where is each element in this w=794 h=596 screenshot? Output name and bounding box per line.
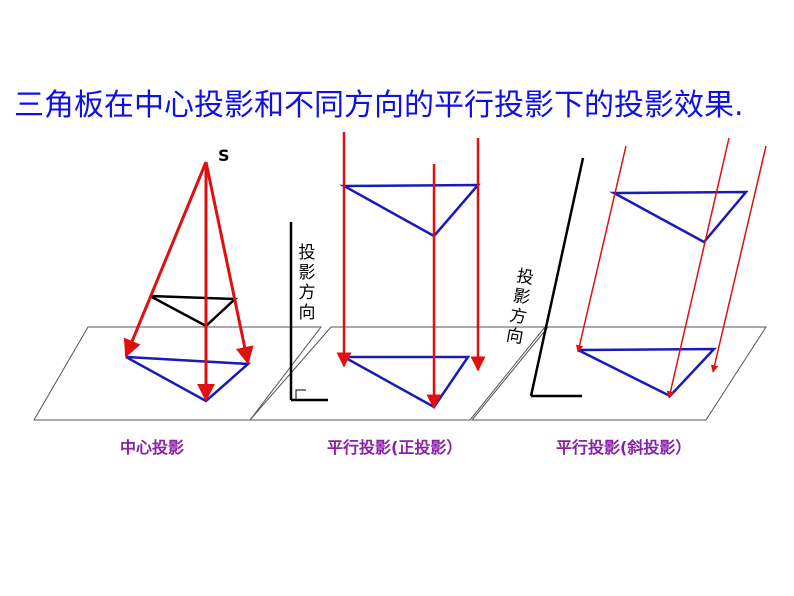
plane-center [33,326,323,421]
center-triangle [149,294,239,328]
ortho-triangle [339,183,481,238]
point-s-label: S [218,146,230,165]
ortho-projection [336,132,486,410]
oblique-direction-indicator [529,157,585,398]
caption-oblique-projection: 平行投影(斜投影） [556,438,692,457]
center-shadow [125,355,252,403]
center-ray-left [123,161,208,358]
page-title: 三角板在中心投影和不同方向的平行投影下的投影效果. [14,88,744,123]
center-ray-right [204,161,254,365]
plane-ortho [248,326,547,421]
caption-orthographic-projection: 平行投影(正投影） [327,438,463,457]
oblique-shadow [577,347,717,398]
oblique-triangle [609,190,749,244]
caption-center-projection: 中心投影 [120,438,185,457]
ortho-shadow [339,355,471,409]
oblique-projection [575,137,767,399]
oblique-ray-3 [710,145,767,373]
plane-oblique [470,326,767,421]
ground-planes [33,326,767,421]
oblique-ray-2 [666,137,730,399]
ortho-direction-indicator [289,222,328,402]
direction-label-ortho: 投影方向 [298,243,316,323]
center-projection [123,161,254,403]
oblique-ray-1 [575,145,627,353]
